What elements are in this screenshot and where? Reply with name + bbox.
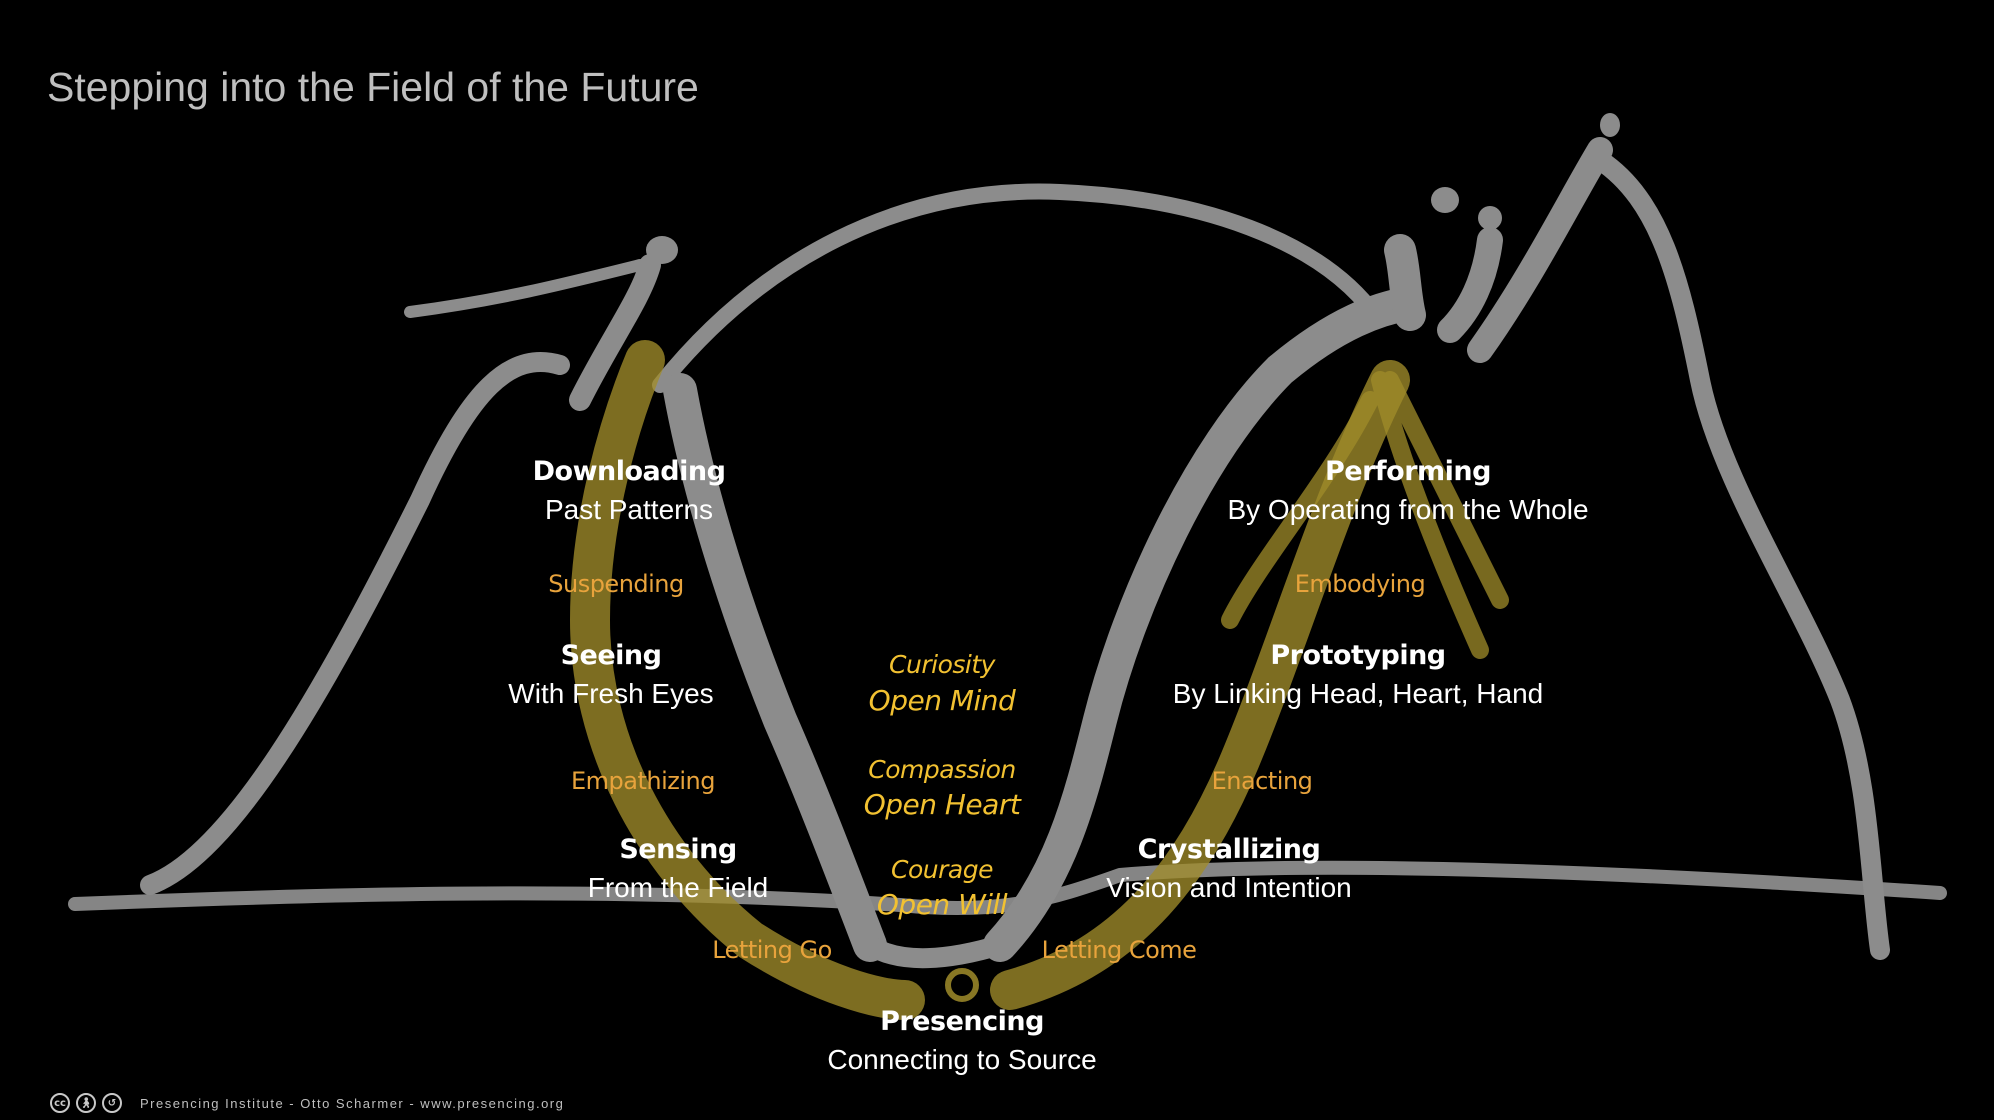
right-figure-head-1 [1431,187,1459,213]
right-figure-body-1 [1384,234,1426,331]
quality-courage: Courage [891,855,993,884]
cc-icon: cc [50,1093,70,1113]
transition-enacting: Enacting [1211,767,1313,795]
stage-downloading: Downloading [532,456,726,487]
u-path-left [569,340,925,1020]
attribution-icon: 🚶︎ [76,1093,96,1113]
quality-open-will: Open Will [876,888,1008,921]
left-mountain [140,351,570,895]
quality-curiosity: Curiosity [889,650,995,679]
right-figure-head-3 [1600,113,1620,137]
stage-presencing-sub: Connecting to Source [827,1044,1097,1075]
quality-open-heart: Open Heart [863,788,1021,821]
transition-suspending: Suspending [548,570,684,598]
u-path-flourish [1221,371,1509,659]
transition-letting-go: Letting Go [712,936,832,964]
right-figure-body-3 [1467,137,1613,363]
transition-empathizing: Empathizing [571,767,715,795]
u-path-right [990,360,1410,1010]
left-figure-arm [404,259,646,318]
stage-crystallizing: Crystallizing [1137,834,1321,865]
quality-open-mind: Open Mind [868,684,1016,717]
arch [652,183,1383,393]
stage-sensing-sub: From the Field [587,872,769,903]
footer: cc 🚶︎ ↺ Presencing Institute - Otto Scha… [50,1091,564,1115]
quality-compassion: Compassion [868,755,1016,784]
stage-prototyping: Prototyping [1270,640,1446,671]
stage-downloading-sub: Past Patterns [544,494,714,525]
stage-crystallizing-sub: Vision and Intention [1106,872,1352,903]
stage-performing: Performing [1325,456,1491,487]
stage-presencing: Presencing [880,1006,1044,1037]
valley-right-wall [983,288,1417,962]
presencing-point [945,968,979,1002]
valley-bottom [860,935,1010,969]
right-figure-body-2 [1437,227,1503,343]
stage-prototyping-sub: By Linking Head, Heart, Hand [1172,678,1544,709]
stage-seeing: Seeing [560,640,662,671]
stage-sensing: Sensing [619,834,737,865]
valley-left-wall [663,373,887,962]
footer-text: Presencing Institute - Otto Scharmer - w… [140,1095,565,1111]
ground-line [68,860,1947,916]
stage-seeing-sub: With Fresh Eyes [508,678,714,709]
page-title: Stepping into the Field of the Future [47,64,699,110]
transition-letting-come: Letting Come [1041,936,1197,964]
transition-embodying: Embodying [1294,570,1426,598]
stage-performing-sub: By Operating from the Whole [1227,494,1589,525]
right-mountain [1590,150,1890,960]
right-figure-head-2 [1478,206,1502,230]
sharealike-icon: ↺ [102,1093,122,1113]
left-figure-body [569,254,661,411]
